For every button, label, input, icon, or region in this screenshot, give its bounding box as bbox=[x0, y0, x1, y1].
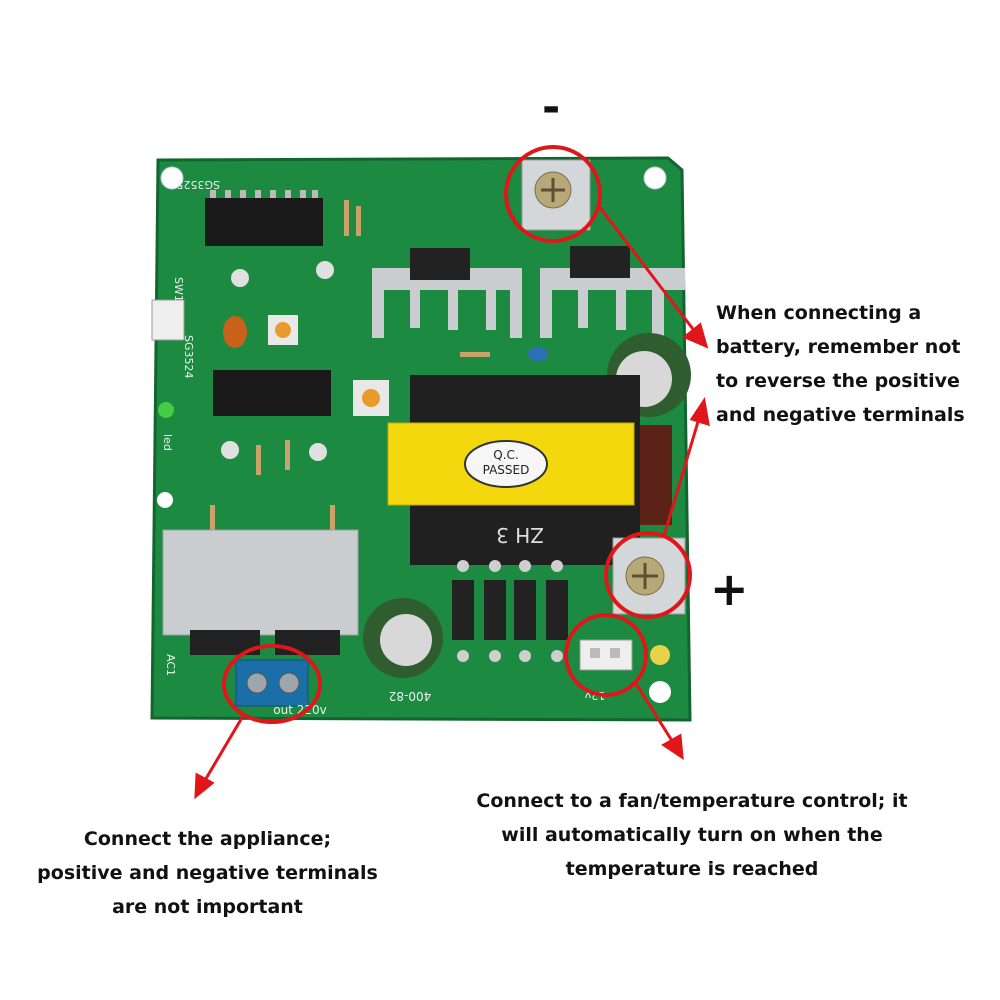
battery-note-line-4: and negative terminals bbox=[716, 404, 965, 426]
transformer: Q.C. PASSED ZH 3 bbox=[387, 375, 640, 565]
arrow-head-battery-bottom bbox=[689, 397, 710, 427]
ac-label: AC1 bbox=[164, 654, 177, 676]
fan-connector: 12v bbox=[579, 639, 633, 702]
qc-label-line1: Q.C. bbox=[493, 448, 518, 462]
fan-note-line-1: Connect to a fan/temperature control; it bbox=[476, 790, 908, 812]
ic-chip-top: SG3525 bbox=[176, 178, 323, 246]
switch-connector bbox=[151, 299, 185, 341]
highlight-fan-connector bbox=[564, 613, 648, 697]
fan-note-line-2: will automatically turn on when the bbox=[501, 824, 883, 846]
highlight-negative-terminal bbox=[504, 145, 602, 243]
heatsink-bottom bbox=[162, 529, 359, 655]
arrow-head-appliance bbox=[194, 772, 215, 800]
battery-note-line-1: When connecting a bbox=[716, 302, 922, 324]
highlight-output-terminal bbox=[222, 644, 322, 724]
annotation-arrows bbox=[194, 204, 710, 800]
fan-note-line-3: temperature is reached bbox=[565, 858, 819, 880]
ic-mid-label: SG3524 bbox=[182, 335, 195, 379]
ic-chip-mid: SG3524 bbox=[182, 335, 331, 416]
switch-label: SW1 bbox=[172, 277, 185, 302]
ic-top-label: SG3525 bbox=[176, 178, 220, 191]
appliance-note-line-1: Connect the appliance; bbox=[83, 828, 332, 850]
capacitor-bottom-label: 400-82 bbox=[389, 689, 432, 703]
arrow-head-battery-top bbox=[682, 322, 709, 349]
negative-symbol: - bbox=[542, 82, 561, 133]
small-capacitor bbox=[650, 645, 670, 665]
qc-label-line2: PASSED bbox=[483, 463, 530, 477]
appliance-note-line-3: are not important bbox=[112, 896, 303, 918]
led-label: led bbox=[161, 434, 174, 451]
positive-symbol: + bbox=[710, 562, 749, 616]
battery-positive-terminal bbox=[612, 537, 686, 615]
highlight-positive-terminal bbox=[604, 531, 692, 619]
small-components bbox=[210, 200, 548, 533]
battery-negative-terminal bbox=[521, 159, 591, 231]
battery-note-line-2: battery, remember not bbox=[716, 336, 961, 358]
arrow-head-fan bbox=[661, 733, 684, 760]
transformer-label: ZH 3 bbox=[496, 523, 544, 547]
battery-note: When connecting a battery, remember not … bbox=[716, 296, 996, 432]
rectifier-diodes bbox=[452, 560, 568, 662]
qc-sticker bbox=[464, 440, 548, 488]
fan-note: Connect to a fan/temperature control; it… bbox=[452, 784, 932, 886]
fuse-holder bbox=[640, 425, 672, 525]
led-indicator bbox=[158, 402, 174, 418]
annotation-highlights bbox=[222, 145, 692, 724]
capacitor-bottom: 400-82 bbox=[363, 598, 443, 703]
appliance-note-line-2: positive and negative terminals bbox=[37, 862, 378, 884]
appliance-note: Connect the appliance; positive and nega… bbox=[20, 822, 395, 924]
battery-note-line-3: to reverse the positive bbox=[716, 370, 960, 392]
